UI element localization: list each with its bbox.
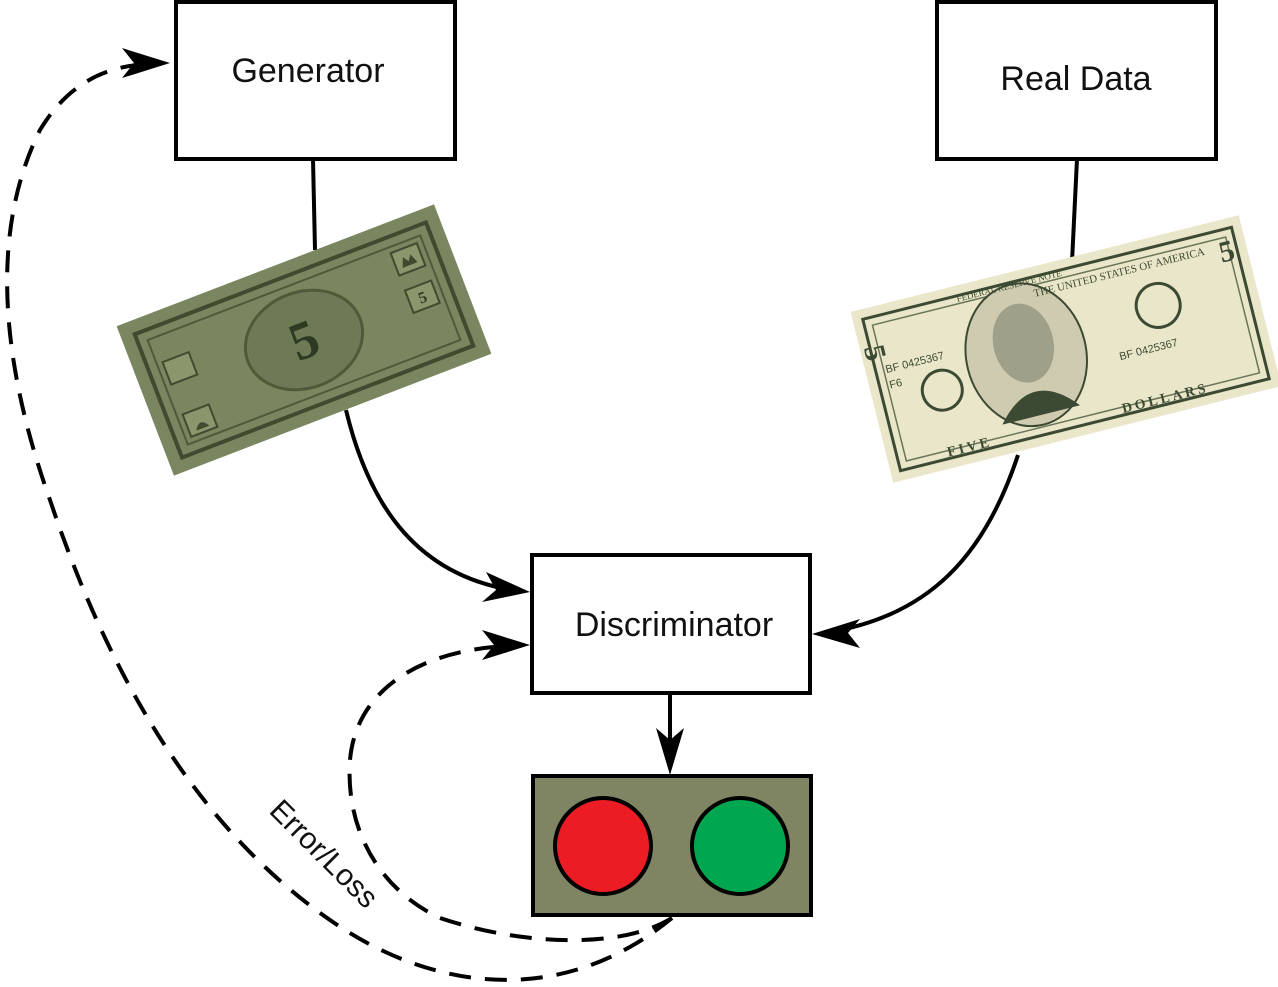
- generator-to-bill-line: [311, 158, 317, 251]
- loss-to-generator-arrowhead: [122, 48, 170, 78]
- error-loss-label: Error/Loss: [263, 794, 384, 915]
- real-indicator-green: [690, 796, 790, 896]
- discriminator-to-output-arrowhead: [656, 728, 684, 775]
- fake-to-discriminator-arrowhead: [482, 572, 530, 602]
- fake-bill-image: 5 5: [116, 204, 492, 476]
- loss-to-discriminator-arrowhead: [482, 630, 530, 660]
- real-data-label: Real Data: [1000, 60, 1151, 98]
- loss-to-discriminator-feedback: [347, 644, 674, 943]
- output-indicator: [531, 774, 813, 917]
- realdata-to-bill-line: [1070, 158, 1079, 263]
- real-bill-image: THE UNITED STATES OF AMERICA FEDERAL RES…: [850, 215, 1278, 483]
- generator-node: Generator: [174, 0, 457, 161]
- real-to-discriminator-arrow: [829, 454, 1020, 634]
- fake-indicator-red: [553, 796, 653, 896]
- fake-to-discriminator-arrow: [344, 409, 513, 592]
- discriminator-node: Discriminator: [530, 553, 812, 695]
- discriminator-label: Discriminator: [575, 606, 773, 644]
- generator-label: Generator: [231, 52, 384, 90]
- real-data-node: Real Data: [935, 0, 1218, 161]
- loss-to-generator-feedback: [5, 62, 674, 982]
- real-to-discriminator-arrowhead: [812, 619, 860, 648]
- real-bill-district: F6: [888, 377, 903, 392]
